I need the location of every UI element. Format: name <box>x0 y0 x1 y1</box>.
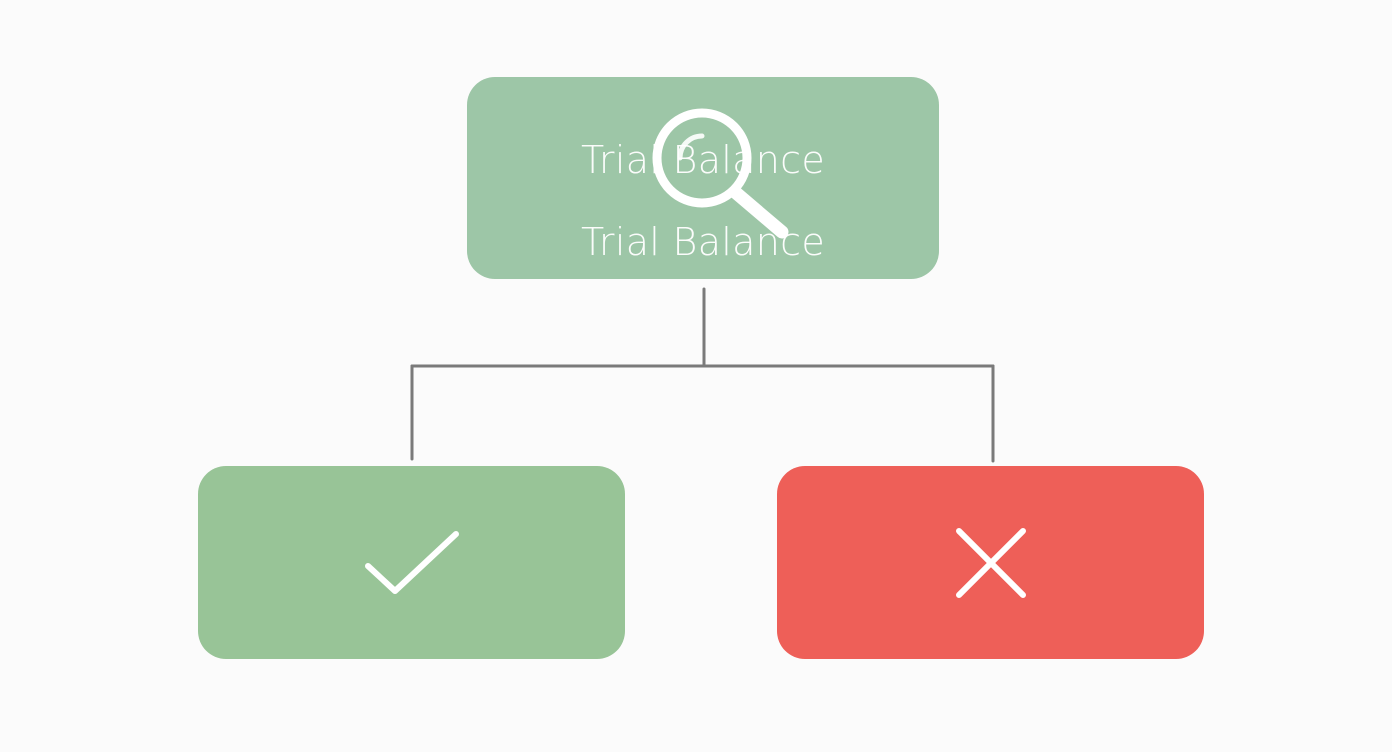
trial-balance-label-1: Trial Balance <box>581 138 825 182</box>
checkmark-icon <box>364 530 459 594</box>
balanced-result-node <box>198 466 625 659</box>
cross-icon <box>955 527 1026 598</box>
unbalanced-result-node <box>777 466 1204 659</box>
magnifying-glass-icon <box>652 108 789 239</box>
